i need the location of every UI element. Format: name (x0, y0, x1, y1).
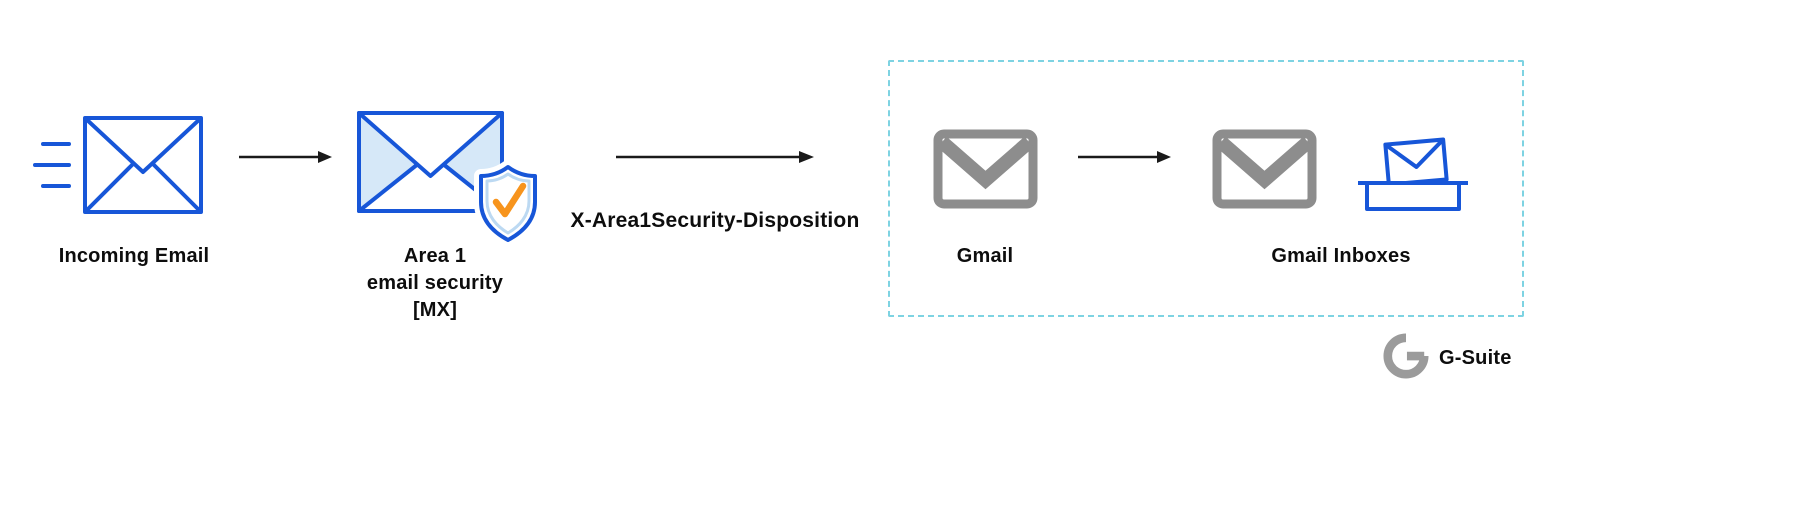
area1-label-line2: email security (366, 272, 504, 294)
gmail-m-icon (1212, 129, 1317, 209)
gmail-label: Gmail (956, 245, 1014, 267)
gsuite-group-box (888, 60, 1524, 317)
disposition-header-label: X-Area1Security-Disposition (570, 209, 860, 232)
gsuite-branding: G-Suite (1383, 333, 1512, 384)
google-g-logo (1383, 333, 1429, 384)
arrow-right-icon (615, 148, 815, 166)
gsuite-label: G-Suite (1439, 347, 1512, 369)
gmail-m-icon (933, 129, 1038, 209)
speeding-envelope-icon (33, 114, 205, 216)
envelope-shield-check-icon (356, 110, 542, 250)
area1-label-line1: Area 1 (403, 245, 467, 267)
incoming-email-label: Incoming Email (58, 245, 210, 267)
area1-label-line3: [MX] (412, 299, 458, 321)
arrow-right-icon (238, 148, 333, 166)
arrow-right-icon (1077, 148, 1172, 166)
area1-label: Area 1 email security [MX] (335, 243, 535, 324)
gmail-inboxes-label: Gmail Inboxes (1271, 245, 1411, 267)
inbox-envelope-icon (1356, 136, 1470, 214)
